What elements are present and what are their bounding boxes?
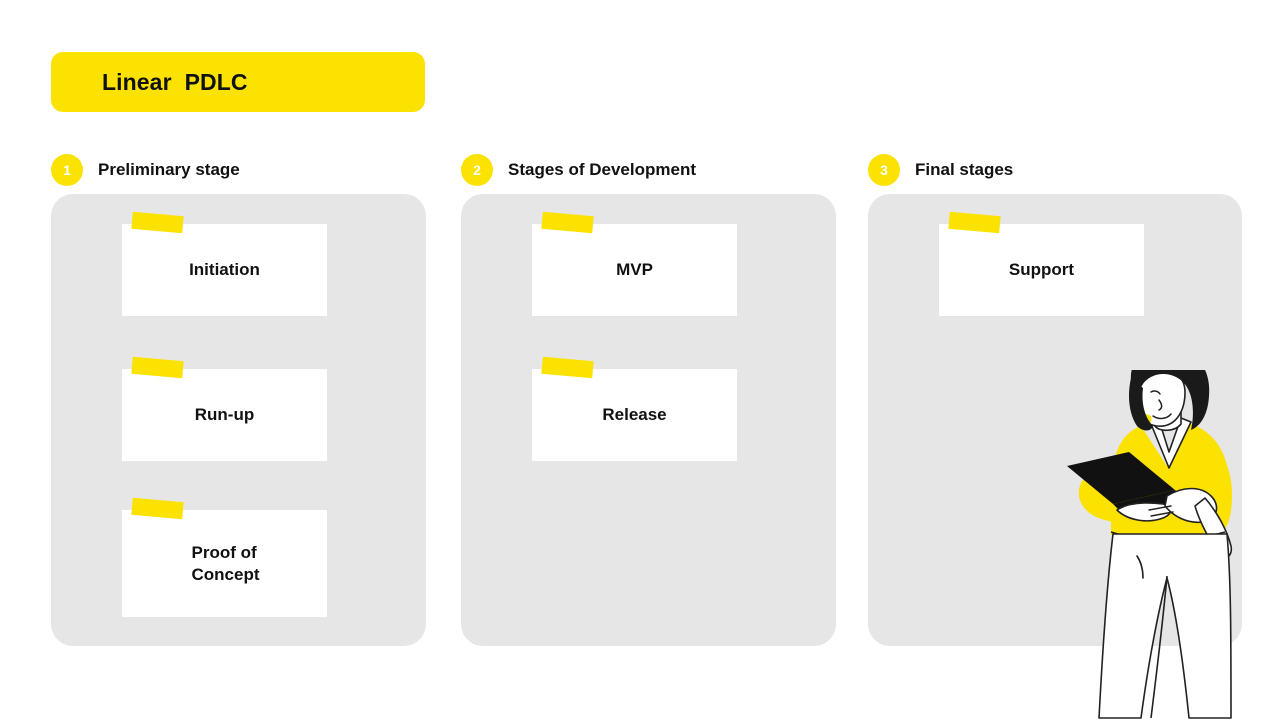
stage-column-2-title: Stages of Development [508, 160, 696, 179]
stage-card-label: Support [1008, 260, 1075, 280]
tape-icon [541, 211, 594, 234]
tape-icon [541, 356, 594, 379]
tape-icon [131, 211, 184, 234]
stage-card[interactable]: Support [939, 211, 1144, 316]
stage-card-label: Initiation [189, 260, 260, 280]
step-number-badge-1: 1 [51, 154, 83, 186]
stage-card-label: Run-up [194, 405, 255, 425]
stage-column-3-title: Final stages [915, 160, 1014, 179]
stage-card-label: MVP [616, 260, 653, 280]
tape-icon [948, 211, 1001, 234]
stage-card[interactable]: Run-up [122, 356, 327, 461]
step-number-badge-3: 3 [868, 154, 900, 186]
stage-card-label: Proof of Concept [191, 543, 260, 584]
stage-column-2-header: 2 Stages of Development [461, 148, 836, 192]
stage-card-label: Release [602, 405, 667, 425]
stage-column-1-title: Preliminary stage [98, 160, 240, 179]
stage-column-1: 1 Preliminary stage Initiation Run-up Pr… [51, 148, 426, 646]
stage-card[interactable]: Release [532, 356, 737, 461]
step-number-badge-2: 2 [461, 154, 493, 186]
stage-column-2: 2 Stages of Development MVP Release [461, 148, 836, 646]
stage-card[interactable]: Proof of Concept [122, 497, 327, 617]
stage-column-3-header: 3 Final stages [868, 148, 1242, 192]
slide-title-badge: Linear PDLC [51, 52, 425, 112]
tape-icon [131, 497, 184, 520]
stage-panel-3: Support [868, 194, 1242, 646]
stage-card[interactable]: MVP [532, 211, 737, 316]
stage-panel-2: MVP Release [461, 194, 836, 646]
stage-column-1-header: 1 Preliminary stage [51, 148, 426, 192]
tape-icon [131, 356, 184, 379]
page-title: Linear PDLC [102, 68, 248, 95]
stage-card[interactable]: Initiation [122, 211, 327, 316]
stage-panel-1: Initiation Run-up Proof of Concept [51, 194, 426, 646]
stage-column-3: 3 Final stages Support [868, 148, 1242, 646]
